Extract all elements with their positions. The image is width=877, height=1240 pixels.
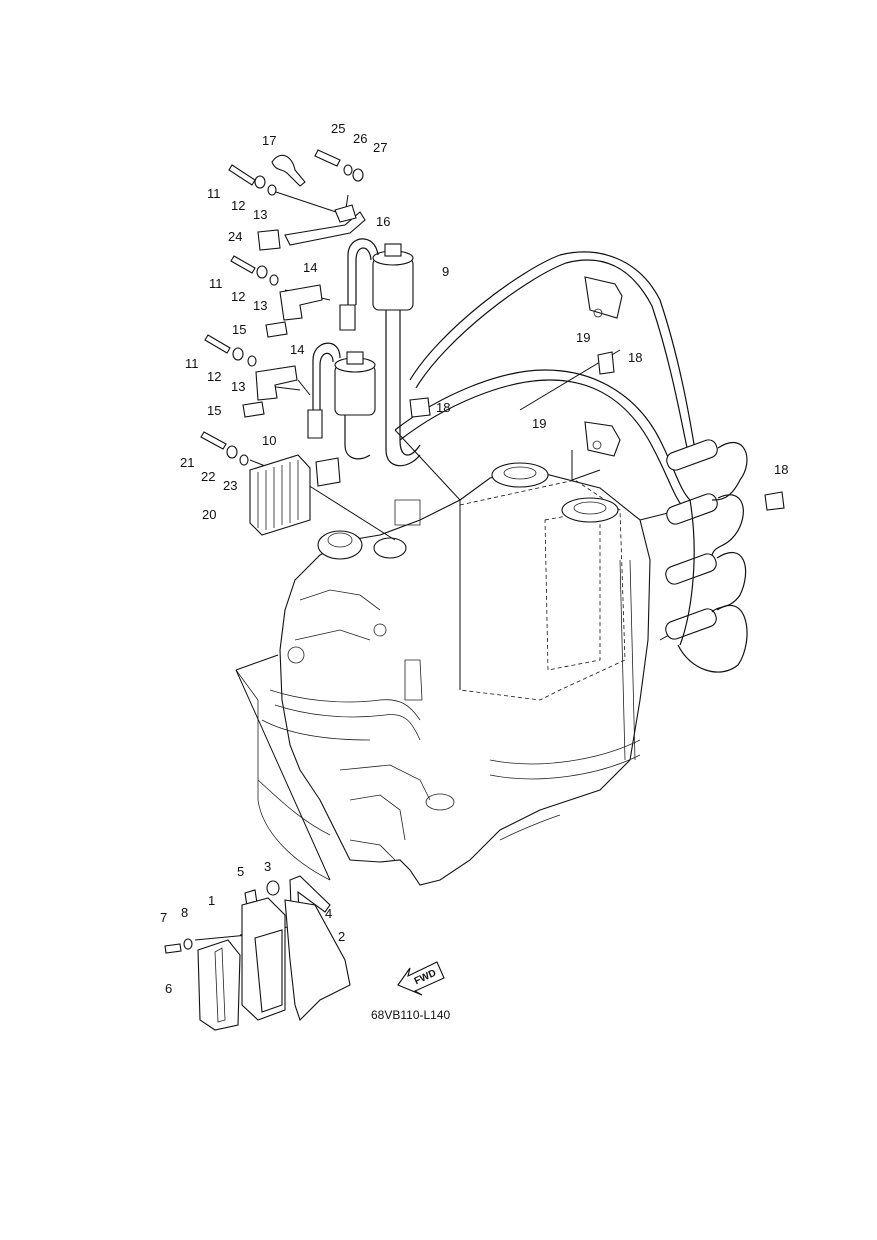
callout-10: 10 (262, 433, 276, 448)
callout-8: 8 (181, 905, 188, 920)
callout-9: 9 (442, 264, 449, 279)
callout-6: 6 (165, 981, 172, 996)
callout-11-mid: 11 (209, 276, 223, 291)
callout-18-top: 18 (628, 350, 642, 365)
callout-23: 23 (223, 478, 237, 493)
ignition-coil-upper (339, 238, 421, 467)
callout-2: 2 (338, 929, 345, 944)
plug-cap-3 (665, 553, 717, 585)
callout-15-top: 15 (232, 322, 246, 337)
callout-13-top: 13 (253, 207, 267, 222)
callout-12-top: 12 (231, 198, 245, 213)
plug-cap-4 (665, 608, 717, 640)
callout-15-low: 15 (207, 403, 221, 418)
callout-20: 20 (202, 507, 216, 522)
plug-cap-2 (666, 493, 718, 525)
callout-13-mid: 13 (253, 298, 267, 313)
callout-5: 5 (237, 864, 244, 879)
ignition-coil-lower (307, 342, 376, 460)
engine-block (235, 462, 651, 886)
plug-cap-1 (666, 439, 718, 471)
callout-21: 21 (180, 455, 194, 470)
callout-13-low: 13 (231, 379, 245, 394)
callout-4: 4 (325, 906, 332, 921)
callout-27: 27 (373, 140, 387, 155)
callout-7: 7 (160, 910, 167, 925)
callout-17: 17 (262, 133, 276, 148)
callout-3: 3 (264, 859, 271, 874)
callout-26: 26 (353, 131, 367, 146)
callout-22: 22 (201, 469, 215, 484)
forward-direction-arrow: FWD (397, 961, 445, 996)
callout-18-mid: 18 (436, 400, 450, 415)
callout-25: 25 (331, 121, 345, 136)
diagram-code: 68VB110-L140 (371, 1008, 451, 1022)
callout-16: 16 (376, 214, 390, 229)
callout-19-mid: 19 (532, 416, 546, 431)
callout-11-low: 11 (185, 356, 199, 371)
spark-plug-cords (394, 251, 748, 673)
small-parts (164, 149, 785, 1031)
callout-18-right: 18 (774, 462, 788, 477)
callout-14-top: 14 (303, 260, 317, 275)
callout-14-mid: 14 (290, 342, 304, 357)
callout-12-mid: 12 (231, 289, 245, 304)
callout-19-top: 19 (576, 330, 590, 345)
callout-11-top: 11 (207, 186, 221, 201)
callout-labels: 17 25 26 27 11 12 13 16 24 9 14 11 12 13… (160, 121, 788, 996)
callout-1: 1 (208, 893, 215, 908)
callout-12-low: 12 (207, 369, 221, 384)
callout-24: 24 (228, 229, 242, 244)
